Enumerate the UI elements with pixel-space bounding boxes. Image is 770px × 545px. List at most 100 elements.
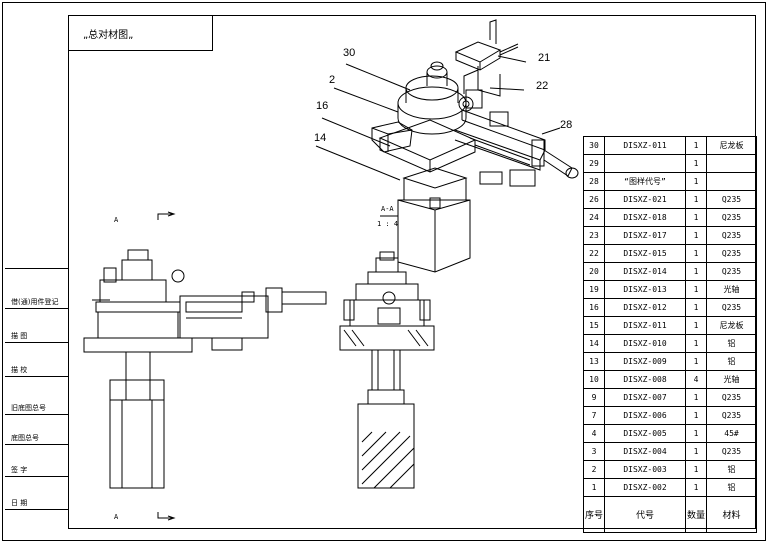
bom-code: DISXZ-021: [604, 190, 686, 209]
bom-header-code: 代号: [604, 496, 686, 533]
registry-label: 借(通)用件登记: [11, 298, 59, 306]
bom-qty: 1: [685, 154, 707, 173]
callout-28: 28: [560, 119, 573, 131]
bom-material: Q235: [706, 388, 757, 407]
callout-14: 14: [314, 132, 327, 144]
bom-seq: 20: [583, 262, 605, 281]
bom-qty: 4: [685, 370, 707, 389]
bom-seq: 16: [583, 298, 605, 317]
bom-seq: 15: [583, 316, 605, 335]
bom-qty: 1: [685, 406, 707, 425]
callout-21: 21: [538, 52, 551, 64]
bom-code: DISXZ-010: [604, 334, 686, 353]
bom-code: DISXZ-012: [604, 298, 686, 317]
bom-seq: 10: [583, 370, 605, 389]
registry-row: 旧底图总号: [5, 377, 69, 415]
bom-code: DISXZ-011: [604, 316, 686, 335]
bom-row: 28“图样代号”1: [583, 172, 757, 191]
bom-qty: 1: [685, 316, 707, 335]
isometric-view: [315, 19, 579, 273]
bom-code: DISXZ-015: [604, 244, 686, 263]
bom-material: 铝: [706, 478, 757, 497]
bom-material: 铝: [706, 460, 757, 479]
section-name: A-A: [381, 205, 394, 213]
registry-row: 底图总号: [5, 415, 69, 445]
section-view: [339, 251, 435, 489]
bom-material: Q235: [706, 244, 757, 263]
bom-qty: 1: [685, 442, 707, 461]
bom-qty: 1: [685, 208, 707, 227]
bom-seq: 4: [583, 424, 605, 443]
registry-row: 借(通)用件登记: [5, 269, 69, 309]
bom-material: [706, 154, 757, 173]
callout-30: 30: [343, 47, 356, 59]
bom-seq: 24: [583, 208, 605, 227]
bom-seq: 13: [583, 352, 605, 371]
bom-seq: 22: [583, 244, 605, 263]
registry-label: 日 期: [11, 499, 28, 507]
bom-qty: 1: [685, 136, 707, 155]
bom-header-row: 序号代号数量材料: [583, 496, 757, 533]
bom-qty: 1: [685, 298, 707, 317]
registry-row: 描 校: [5, 343, 69, 377]
callout-16: 16: [316, 100, 329, 112]
bom-seq: 2: [583, 460, 605, 479]
bom-qty: 1: [685, 478, 707, 497]
bom-material: 45#: [706, 424, 757, 443]
bom-material: Q235: [706, 208, 757, 227]
bom-code: DISXZ-013: [604, 280, 686, 299]
bom-material: 光轴: [706, 280, 757, 299]
registry-label: 描 图: [11, 332, 28, 340]
bom-qty: 1: [685, 226, 707, 245]
bom-header-material: 材料: [706, 496, 757, 533]
registry-table: 借(通)用件登记 描 图 描 校 旧底图总号 底图总号 签 字 日 期: [5, 268, 69, 530]
bom-code: DISXZ-011: [604, 136, 686, 155]
bom-code: “图样代号”: [604, 172, 686, 191]
bom-code: DISXZ-003: [604, 460, 686, 479]
bom-qty: 1: [685, 190, 707, 209]
bom-material: 铝: [706, 352, 757, 371]
bom-material: Q235: [706, 298, 757, 317]
section-arrows: [157, 211, 176, 521]
bom-seq: 14: [583, 334, 605, 353]
bom-code: DISXZ-009: [604, 352, 686, 371]
bom-seq: 26: [583, 190, 605, 209]
registry-row: 日 期: [5, 477, 69, 510]
bom-seq: 7: [583, 406, 605, 425]
bom-seq: 29: [583, 154, 605, 173]
bom-qty: 1: [685, 280, 707, 299]
bom-header-seq: 序号: [583, 496, 605, 533]
bom-material: Q235: [706, 226, 757, 245]
bom-material: 尼龙板: [706, 316, 757, 335]
front-view: [83, 249, 327, 489]
bom-code: [604, 154, 686, 173]
bom-material: [706, 172, 757, 191]
view-arrow-label-top: A: [114, 216, 119, 224]
bom-code: DISXZ-006: [604, 406, 686, 425]
callout-2: 2: [329, 74, 336, 86]
bom-material: Q235: [706, 190, 757, 209]
bom-code: DISXZ-005: [604, 424, 686, 443]
registry-row: 签 字: [5, 445, 69, 477]
bom-material: 光轴: [706, 370, 757, 389]
bom-code: DISXZ-007: [604, 388, 686, 407]
